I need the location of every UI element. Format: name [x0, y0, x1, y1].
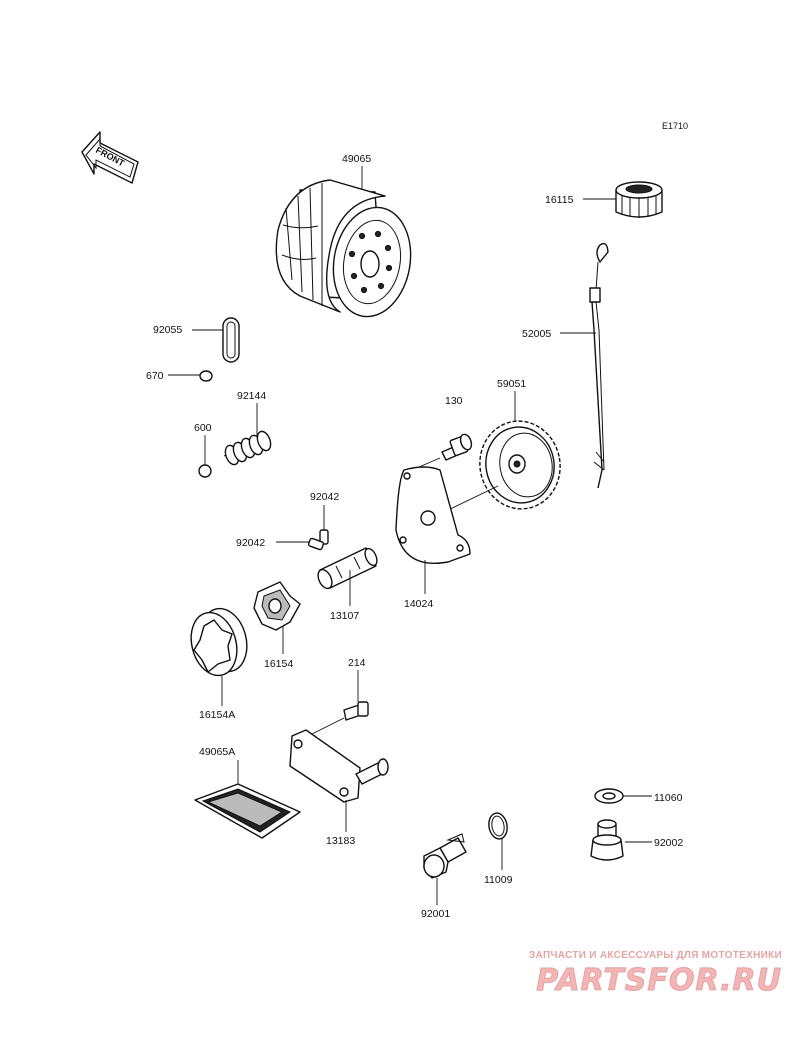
pump-cover[interactable]	[395, 466, 471, 564]
pin-lower[interactable]	[307, 537, 325, 551]
oil-screen[interactable]	[194, 783, 301, 839]
label-59051: 59051	[497, 378, 526, 390]
o-ring-small[interactable]	[199, 370, 213, 382]
label-670: 670	[146, 370, 164, 382]
diagram-code: E1710	[662, 121, 688, 131]
label-16154: 16154	[264, 658, 293, 670]
flange-bolt[interactable]	[411, 433, 473, 471]
bracket-plate[interactable]	[289, 729, 389, 803]
label-92042-lower: 92042	[236, 537, 265, 549]
label-16115: 16115	[545, 194, 574, 206]
oil-pump-gear[interactable]	[473, 415, 567, 516]
plug-bolt[interactable]	[590, 819, 624, 861]
label-11009: 11009	[484, 874, 513, 886]
outer-rotor[interactable]	[184, 603, 253, 680]
label-92055: 92055	[153, 324, 182, 336]
label-52005: 52005	[522, 328, 551, 340]
label-49065A: 49065A	[199, 746, 235, 758]
pump-shaft[interactable]	[315, 547, 379, 591]
o-ring[interactable]	[222, 317, 240, 363]
oil-filler-cap[interactable]	[615, 181, 663, 218]
label-13183: 13183	[326, 835, 355, 847]
label-13107: 13107	[330, 610, 359, 622]
label-92144: 92144	[237, 390, 266, 402]
label-92001: 92001	[421, 908, 450, 920]
label-92042-upper: 92042	[310, 491, 339, 503]
label-214: 214	[348, 657, 366, 669]
oil-filter[interactable]	[275, 179, 419, 323]
dipstick[interactable]	[589, 242, 609, 489]
label-14024: 14024	[404, 598, 433, 610]
label-49065: 49065	[342, 153, 371, 165]
watermark-subtitle: ЗАПЧАСТИ И АКСЕССУАРЫ ДЛЯ МОТОТЕХНИКИ	[529, 950, 782, 961]
drain-bolt[interactable]	[423, 833, 467, 879]
relief-spring[interactable]	[223, 430, 273, 467]
front-arrow-icon: FRONT	[81, 131, 139, 184]
label-92002: 92002	[654, 837, 683, 849]
watermark-logo: PARTSFOR.RU	[536, 963, 782, 999]
gasket[interactable]	[487, 812, 509, 841]
bolt[interactable]	[311, 701, 369, 735]
inner-rotor[interactable]	[253, 581, 301, 631]
steel-ball[interactable]	[198, 464, 212, 478]
label-16154A: 16154A	[199, 709, 235, 721]
label-11060: 11060	[654, 792, 683, 804]
label-130: 130	[445, 395, 463, 407]
washer[interactable]	[594, 788, 624, 804]
label-600: 600	[194, 422, 212, 434]
